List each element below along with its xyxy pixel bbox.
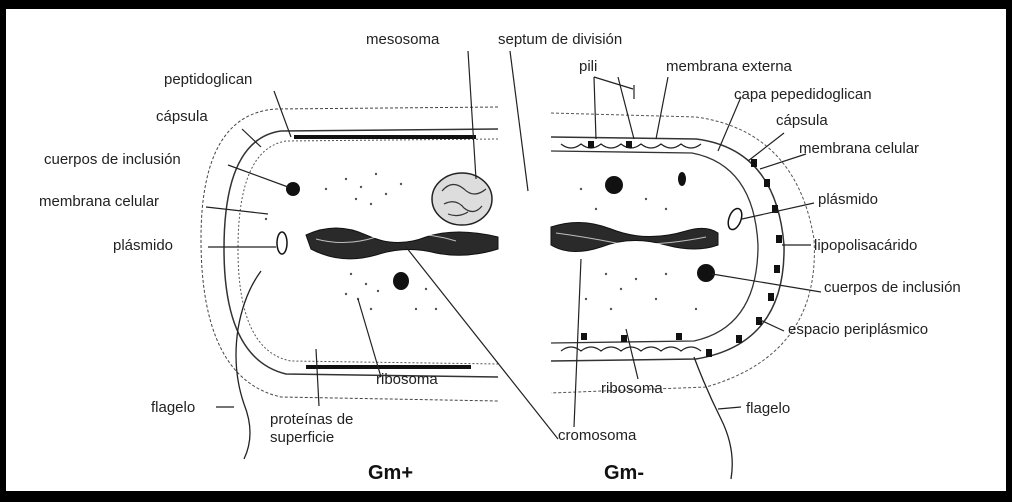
gm-minus-flagellum: [694, 357, 732, 479]
gm-minus-chromosome: [551, 222, 718, 251]
gm-plus-inclusion-body-2: [393, 272, 409, 290]
label-cuerpos-inclusion-gm-minus: cuerpos de inclusión: [824, 279, 961, 296]
title-gm-plus: Gm+: [368, 462, 413, 485]
gm-plus-flagellum: [236, 271, 261, 459]
label-proteinas-line2: superficie: [270, 429, 334, 446]
label-plasmido-gm-plus: plásmido: [113, 237, 173, 254]
gm-minus-ribosomes: [580, 188, 697, 310]
gm-plus-inclusion-body: [286, 182, 300, 196]
label-mesosoma: mesosoma: [366, 31, 439, 48]
title-gm-minus: Gm-: [604, 462, 644, 485]
gm-minus-plasmid: [726, 207, 745, 232]
label-flagelo-gm-minus: flagelo: [746, 400, 790, 417]
label-espacio-periplasmico: espacio periplásmico: [788, 321, 928, 338]
label-proteinas-line1: proteínas de: [270, 411, 353, 428]
label-septum: septum de división: [498, 31, 622, 48]
label-capsula-gm-minus: cápsula: [776, 112, 828, 129]
label-pili: pili: [579, 58, 597, 75]
gm-minus-inclusion-body: [605, 176, 623, 194]
gm-plus-chromosome: [306, 228, 498, 259]
label-ribosoma-gm-minus: ribosoma: [601, 380, 663, 397]
label-plasmido-gm-minus: plásmido: [818, 191, 878, 208]
label-membrana-externa: membrana externa: [666, 58, 792, 75]
gm-minus-capsule: [551, 113, 814, 393]
gm-minus-cell: [551, 113, 814, 479]
label-membrana-celular-gm-plus: membrana celular: [39, 193, 159, 210]
diagram-frame: mesosoma peptidoglican cápsula cuerpos d…: [6, 9, 1006, 491]
label-capa-peptidoglican: capa pepedidoglican: [734, 86, 872, 103]
label-ribosoma-gm-plus: ribosoma: [376, 371, 438, 388]
label-capsula-gm-plus: cápsula: [156, 108, 208, 125]
gm-plus-cell: [201, 107, 498, 459]
label-cuerpos-inclusion-gm-plus: cuerpos de inclusión: [44, 151, 181, 168]
gm-plus-plasmid: [277, 232, 287, 254]
leader-lines: [206, 51, 821, 439]
gm-plus-mesosome: [432, 173, 492, 225]
label-peptidoglican: peptidoglican: [164, 71, 252, 88]
label-cromosoma: cromosoma: [558, 427, 636, 444]
label-flagelo-gm-plus: flagelo: [151, 399, 195, 416]
label-lipopolisacarido: lipopolisacárido: [814, 237, 917, 254]
label-membrana-celular-gm-minus: membrana celular: [799, 140, 919, 157]
